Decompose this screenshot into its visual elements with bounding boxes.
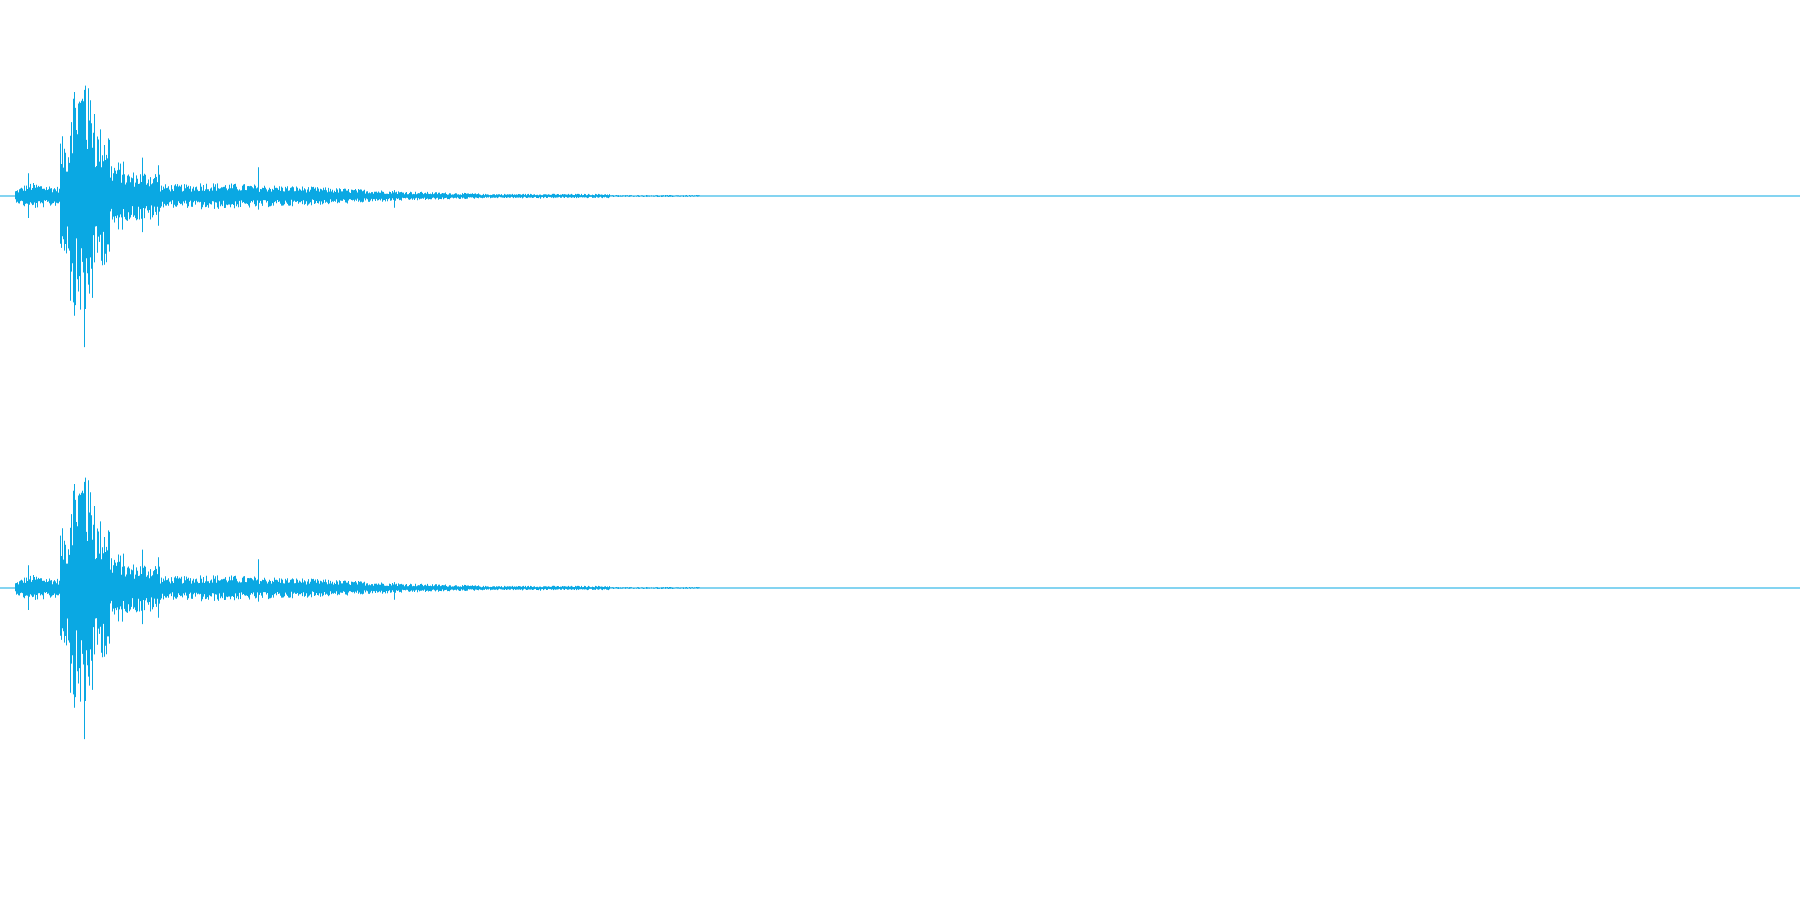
waveform-signal [15, 477, 700, 740]
waveform-signal [15, 85, 700, 348]
waveform-channel-1 [0, 85, 1800, 348]
waveform-channel-2 [0, 477, 1800, 740]
